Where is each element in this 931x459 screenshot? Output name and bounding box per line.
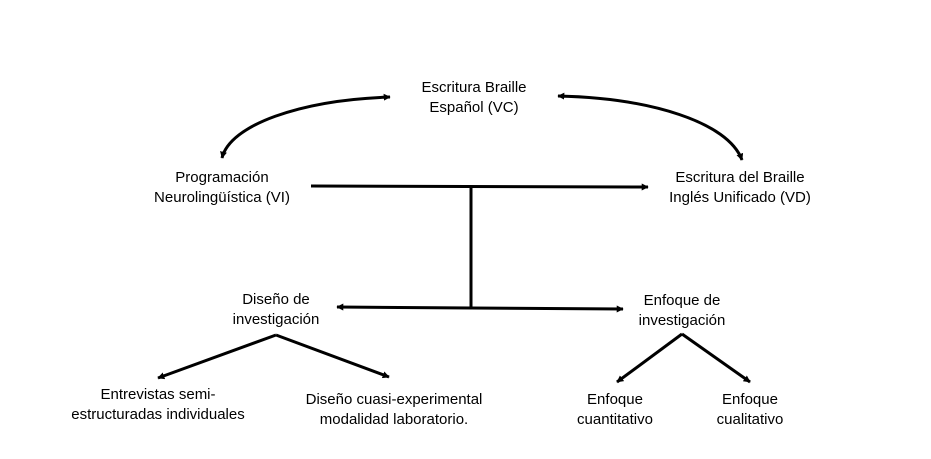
node-line: Entrevistas semi-: [100, 386, 216, 403]
arrow-to-diseno: [336, 303, 472, 311]
node-line: Diseño de: [242, 291, 310, 308]
arrow-to-enfoque: [470, 305, 624, 313]
node-line: Enfoque: [722, 391, 778, 408]
node-line: Enfoque de: [643, 292, 721, 309]
node-line: investigación: [232, 311, 320, 328]
node-line: Neurolingüística (VI): [154, 189, 290, 206]
node-escritura-braille-espanol: Escritura Braille Español (VC): [421, 78, 526, 118]
node-line: Programación: [175, 169, 269, 186]
node-line: modalidad laboratorio.: [319, 411, 469, 428]
arrow-diseno-to-cuasi: [275, 333, 390, 379]
node-line: Enfoque: [587, 391, 643, 408]
node-diseno-cuasi-experimental: Diseño cuasi-experimental modalidad labo…: [306, 390, 483, 430]
curved-arrow-vc-to-vi: [220, 93, 391, 159]
node-entrevistas: Entrevistas semi- estructuradas individu…: [71, 385, 244, 425]
curved-arrow-vc-to-vd: [557, 92, 744, 161]
node-enfoque-investigacion: Enfoque de investigación: [639, 291, 726, 331]
node-line: estructuradas individuales: [71, 406, 245, 423]
node-enfoque-cuantitativo: Enfoque cuantitativo: [577, 390, 653, 430]
node-enfoque-cualitativo: Enfoque cualitativo: [717, 390, 784, 430]
arrow-diseno-to-entrevistas: [157, 333, 277, 380]
node-line: Inglés Unificado (VD): [669, 189, 811, 206]
arrow-vi-to-vd: [310, 183, 649, 191]
node-diseno-investigacion: Diseño de investigación: [233, 290, 320, 330]
node-line: cuantitativo: [577, 411, 653, 428]
node-line: Escritura del Braille: [675, 169, 805, 186]
node-programacion-neurolinguistica: Programación Neurolingüística (VI): [154, 168, 290, 208]
node-line: investigación: [638, 312, 726, 329]
node-escritura-braille-ingles: Escritura del Braille Inglés Unificado (…: [669, 168, 811, 208]
arrow-enfoque-to-cualitativo: [681, 332, 751, 384]
node-line: Español (VC): [429, 99, 519, 116]
node-line: Diseño cuasi-experimental: [305, 391, 483, 408]
node-line: Escritura Braille: [421, 79, 527, 96]
node-line: cualitativo: [716, 411, 784, 428]
arrow-enfoque-to-cuantitativo: [616, 332, 683, 384]
